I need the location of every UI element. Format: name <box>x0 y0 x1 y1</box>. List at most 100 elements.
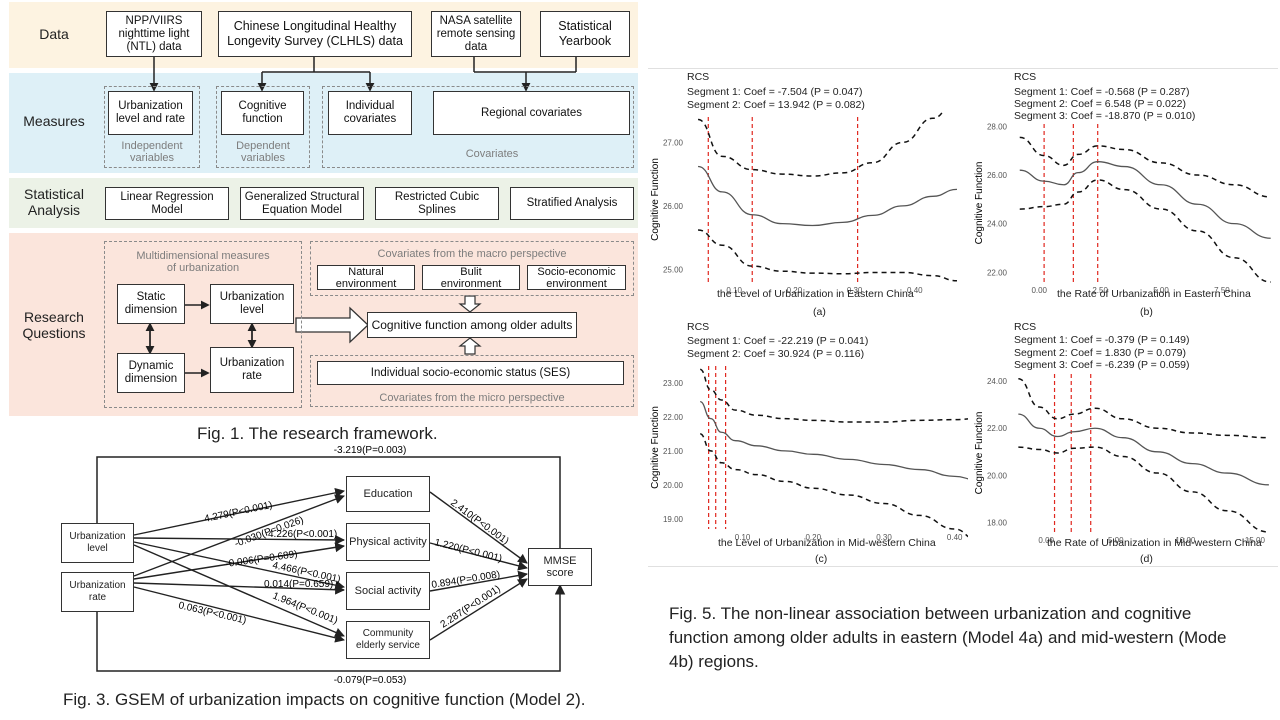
data-row-label: Data <box>39 26 69 42</box>
rcs-box: Restricted Cubic Splines <box>375 187 499 220</box>
panel-b-ytick: 28.00 <box>987 122 1008 131</box>
panel-d-upper-ci-curve <box>1018 377 1269 439</box>
edge-r-com-label: 0.063(P<0.001) <box>177 600 247 626</box>
clhls-data-box: Chinese Longitudinal Healthy Longevity S… <box>218 11 412 57</box>
dependent-group <box>216 86 310 168</box>
panel-a-lower-ci-curve <box>697 229 957 282</box>
panel-c-lower-ci-curve <box>699 433 968 538</box>
edge-edu-mmse-label: 2.410(P<0.001) <box>448 498 510 548</box>
independent-label: Independent variables <box>121 140 183 164</box>
yearbook-data-box: Statistical Yearbook <box>540 11 630 57</box>
panel-d-xtick: 5.00 <box>1108 536 1124 545</box>
panel-b-ytick: 24.00 <box>987 220 1008 229</box>
panel-c-ytick: 19.00 <box>663 515 684 524</box>
fig3-gsem-diagram: -3.219(P=0.003) -0.079(P=0.053) 4.279(P<… <box>96 445 566 686</box>
panel-c-ytick: 20.00 <box>663 481 684 490</box>
panel-b-estimate-curve <box>1019 161 1271 239</box>
panel-b-ylabel: Cognitive Function <box>974 162 985 245</box>
panel-c-ylabel: Cognitive Function <box>650 406 661 489</box>
covariates-label: Covariates <box>465 148 519 160</box>
edge-r-soc-label: 0.014(P=0.659) <box>264 579 333 590</box>
panel-b-ytick: 22.00 <box>987 268 1008 277</box>
panel-d-letter: (d) <box>1140 553 1153 565</box>
gsem-education: Education <box>346 476 430 512</box>
panel-b-rcs: RCS <box>1014 71 1037 83</box>
gsem-mmse-score: MMSE score <box>528 548 592 586</box>
panel-a-ylabel: Cognitive Function <box>650 158 661 241</box>
panel-b-ytick: 26.00 <box>987 171 1008 180</box>
gsem-urbanization-level: Urbanization level <box>61 523 134 563</box>
gsem-community-service: Community elderly service <box>346 621 430 659</box>
panel-b-seg2: Segment 2: Coef = 6.548 (P = 0.022) <box>1014 98 1187 110</box>
dynamic-dimension-box: Dynamic dimension <box>117 353 185 393</box>
panel-d-plot: Cognitive Function18.0020.0022.0024.000.… <box>974 374 1269 545</box>
independent-group <box>104 86 200 168</box>
panel-b-plot: Cognitive Function 22.00 24.00 26.00 28.00 0.… <box>974 122 1271 295</box>
panel-a-xtick: 0.40 <box>907 286 923 295</box>
urbanization-level-box: Urbanization level <box>210 284 294 324</box>
panel-a-upper-ci-curve <box>697 112 944 177</box>
panel-d-ytick: 18.00 <box>987 519 1008 528</box>
panel-c-ytick: 21.00 <box>663 447 684 456</box>
panel-a-rcs: RCS <box>687 71 710 83</box>
panel-a-ytick: 27.00 <box>663 138 684 147</box>
edge-bottom-label: -0.079(P=0.053) <box>334 675 407 686</box>
regional-covariates-box: Regional covariates <box>433 91 630 135</box>
panel-c-ytick: 22.00 <box>663 413 684 422</box>
panel-a-xtick: 0.30 <box>847 286 863 295</box>
research-row-label: Research Questions <box>22 309 86 341</box>
macro-group <box>310 241 634 296</box>
nasa-data-box: NASA satellite remote sensing data <box>431 11 521 57</box>
urbanization-rate-box: Urbanization rate <box>210 347 294 393</box>
stratified-box: Stratified Analysis <box>510 187 634 220</box>
panel-a-ytick: 26.00 <box>663 202 684 211</box>
multidimensional-title: Multidimensional measures of urbanizatio… <box>136 250 270 274</box>
cognitive-function-box: Cognitive function among older adults <box>367 312 577 338</box>
urbanization-measure-box: Urbanization level and rate <box>108 91 193 135</box>
panel-c-seg2: Segment 2: Coef = 30.924 (P = 0.116) <box>687 348 865 360</box>
built-environment-box: Bulit environment <box>422 265 520 290</box>
ses-box: Individual socio-economic status (SES) <box>317 361 624 385</box>
panel-d-rcs: RCS <box>1014 321 1037 333</box>
fig5-caption-line-1: Fig. 5. The non-linear association betwe… <box>669 604 1192 623</box>
edge-phys-mmse-label: 1.220(P<0.001) <box>433 537 503 564</box>
panel-b-xtick: 0.00 <box>1031 286 1047 295</box>
panel-d-xtick: 0.00 <box>1038 536 1054 545</box>
panel-a-xlabel: the Level of Urbanization in Eastern Chi… <box>717 288 914 300</box>
socio-environment-box: Socio-economic environment <box>527 265 626 290</box>
covariates-group <box>322 86 634 168</box>
panel-b-xtick: 7.50 <box>1214 286 1230 295</box>
analysis-row-label: Statistical Analysis <box>24 186 84 218</box>
panel-d-seg3: Segment 3: Coef = -6.239 (P = 0.059) <box>1014 359 1190 371</box>
gsem-physical-activity: Physical activity <box>346 523 430 561</box>
panel-c-xtick: 0.20 <box>805 533 821 540</box>
panel-c-letter: (c) <box>815 553 828 565</box>
panel-c-xlabel: the Level of Urbanization in Mid-western… <box>718 537 936 549</box>
panel-c-ytick: 23.00 <box>663 379 684 388</box>
micro-group <box>310 355 634 407</box>
fig1-caption: Fig. 1. The research framework. <box>197 424 438 443</box>
panel-b-xlabel: the Rate of Urbanization in Eastern Chin… <box>1057 288 1251 300</box>
panel-d-seg2: Segment 2: Coef = 1.830 (P = 0.079) <box>1014 347 1187 359</box>
panel-b-seg3: Segment 3: Coef = -18.870 (P = 0.010) <box>1014 110 1196 122</box>
panel-c-plot: Cognitive Function 19.00 20.00 21.00 22.00 23… <box>650 366 968 540</box>
panel-c-xtick: 0.40 <box>947 533 963 540</box>
edge-com-mmse-label: 2.287(P<0.001) <box>439 584 503 631</box>
fig5-caption-line-3: 4b) regions. <box>669 652 759 671</box>
panel-c-rcs: RCS <box>687 321 710 333</box>
panel-d-ytick: 20.00 <box>987 471 1008 480</box>
panel-a-seg2: Segment 2: Coef = 13.942 (P = 0.082) <box>687 99 865 111</box>
fig5-caption-line-2: function among older adults in eastern (… <box>669 628 1227 647</box>
panel-d-estimate-curve <box>1018 413 1269 486</box>
panel-a-letter: (a) <box>813 306 826 318</box>
panel-d-seg1: Segment 1: Coef = -0.379 (P = 0.149) <box>1014 334 1190 346</box>
multidimensional-group <box>104 241 302 408</box>
panel-a-xtick: 0.20 <box>787 286 803 295</box>
panel-d-ytick: 24.00 <box>987 377 1008 386</box>
micro-title: Covariates from the micro perspective <box>379 392 565 404</box>
measures-row-label: Measures <box>23 113 85 129</box>
fig1-connectors <box>145 57 577 378</box>
panel-a-ytick: 25.00 <box>663 265 684 274</box>
natural-environment-box: Natural environment <box>317 265 415 290</box>
panel-d-xtick: 10.00 <box>1175 536 1196 545</box>
